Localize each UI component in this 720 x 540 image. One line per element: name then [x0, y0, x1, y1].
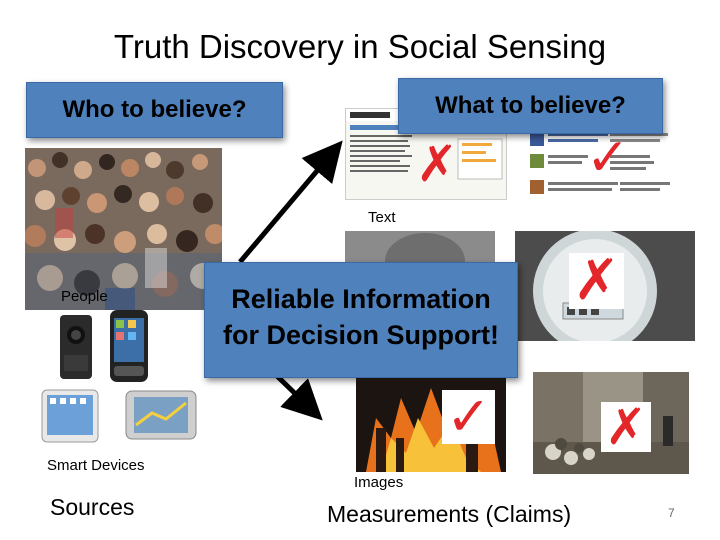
- page-number: 7: [668, 506, 675, 520]
- check-mark-text: ✓: [586, 130, 630, 188]
- reliable-info-box: Reliable Information for Decision Suppor…: [204, 262, 518, 378]
- arrow-to-text: [238, 140, 343, 264]
- measurements-label: Measurements (Claims): [327, 501, 572, 527]
- text-screenshot-right: ✓: [530, 130, 673, 200]
- smart-devices-label: Smart Devices: [47, 457, 145, 474]
- sources-label: Sources: [50, 494, 135, 520]
- cross-mark-garbage: ✗: [601, 402, 651, 452]
- cross-mark-text: ✗: [416, 135, 458, 193]
- garbage-street-photo: ✗: [533, 372, 689, 474]
- arrow-to-images: [274, 373, 323, 421]
- smartphone-device: [104, 308, 154, 384]
- camera-device: [54, 311, 99, 385]
- gps-device: [122, 385, 200, 445]
- check-mark-fire: ✓: [442, 390, 496, 444]
- reliable-info-line1: Reliable Information: [231, 284, 491, 314]
- reliable-info-line2: for Decision Support!: [223, 320, 499, 350]
- crowd-image: [25, 148, 222, 310]
- images-label: Images: [354, 474, 404, 491]
- what-to-believe-box: What to believe?: [398, 78, 663, 134]
- tablet-device: [38, 388, 106, 446]
- meter-photo: ✗: [515, 231, 695, 341]
- cross-mark-meter: ✗: [569, 253, 624, 309]
- people-label: People: [61, 288, 108, 305]
- who-to-believe-box: Who to believe?: [26, 82, 283, 138]
- text-label: Text: [368, 209, 396, 226]
- slide-title: Truth Discovery in Social Sensing: [113, 28, 607, 65]
- crowd-photo: [25, 148, 222, 310]
- fire-photo: ✓: [356, 378, 506, 472]
